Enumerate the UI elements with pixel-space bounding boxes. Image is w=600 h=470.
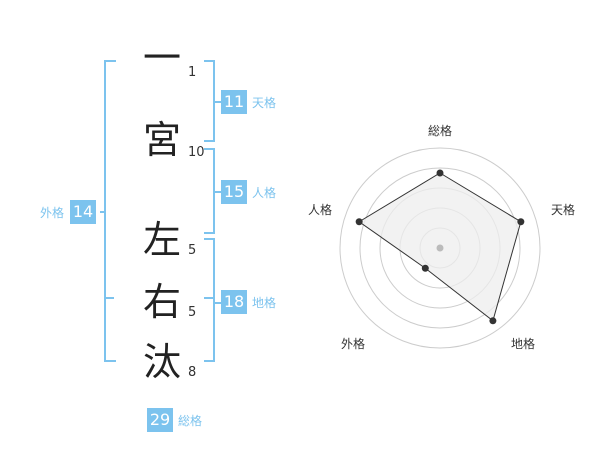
name-char-2: 宮: [142, 118, 181, 162]
radar-point-3: [489, 317, 497, 325]
gaikaku-label: 外格: [40, 205, 65, 220]
radar-point-4: [421, 264, 429, 272]
name-char-3: 左: [142, 218, 181, 262]
tenkaku-connector: [213, 101, 221, 103]
jinkaku-badge: 15 人格: [221, 180, 276, 204]
radar-axis-label-tenkaku: 天格: [551, 203, 576, 217]
chikaku-badge: 18 地格: [221, 290, 276, 314]
jinkaku-label: 人格: [252, 185, 277, 200]
fortune-radar-chart: [339, 147, 541, 349]
gaikaku-value: 14: [70, 200, 97, 224]
chikaku-label: 地格: [252, 295, 277, 310]
name-char-1: 一: [142, 36, 181, 80]
stroke-count-1: 1: [188, 65, 197, 80]
gaikaku-bracket: [104, 60, 116, 362]
soukaku-badge: 29 総格: [147, 408, 202, 432]
name-char-5: 汰: [142, 340, 181, 384]
chikaku-bracket-mid-tick: [204, 297, 213, 299]
radar-point-2: [517, 218, 525, 226]
radar-axis-label-chikaku: 地格: [511, 337, 536, 351]
radar-axis-label-jinkaku: 人格: [308, 203, 333, 217]
chikaku-connector: [213, 302, 221, 304]
radar-grid-ring: [359, 167, 521, 329]
tenkaku-label: 天格: [252, 95, 277, 110]
stroke-count-3: 5: [188, 243, 197, 258]
soukaku-label: 総格: [178, 413, 203, 428]
name-char-4: 右: [142, 280, 181, 324]
stroke-count-4: 5: [188, 305, 197, 320]
radar-axis-label-soukaku: 総格: [428, 124, 453, 138]
chikaku-bracket: [204, 238, 215, 362]
stroke-count-2: 10: [188, 145, 205, 160]
radar-axis-label-gaikaku: 外格: [341, 337, 366, 351]
gaikaku-connector: [100, 211, 104, 213]
radar-center-dot: [436, 244, 444, 252]
stroke-count-5: 8: [188, 365, 197, 380]
radar-grid-ring: [339, 147, 541, 349]
soukaku-value: 29: [147, 408, 173, 432]
tenkaku-value: 11: [221, 90, 247, 114]
jinkaku-connector: [213, 191, 221, 193]
radar-point-1: [436, 169, 444, 177]
jinkaku-value: 15: [221, 180, 247, 204]
chikaku-value: 18: [221, 290, 247, 314]
gaikaku-bracket-mid-tick: [104, 297, 114, 299]
gaikaku-badge: 14 外格: [40, 200, 97, 224]
tenkaku-badge: 11 天格: [221, 90, 276, 114]
radar-point-5: [355, 218, 363, 226]
